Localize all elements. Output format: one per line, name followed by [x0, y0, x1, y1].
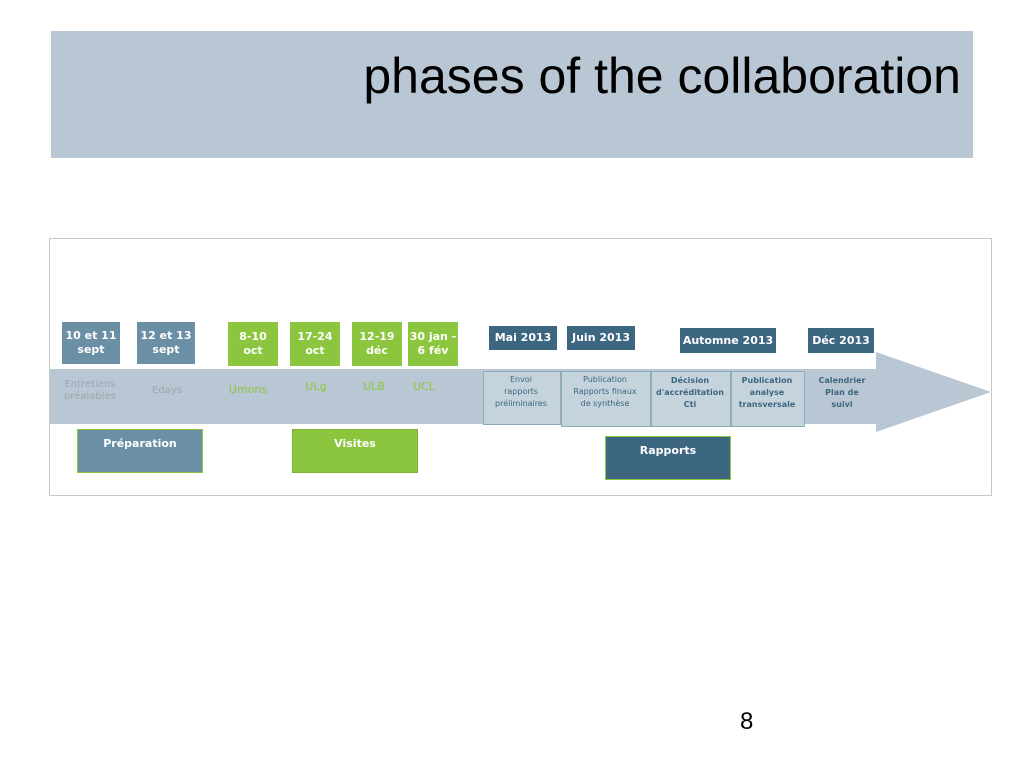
date-chip-label: Automne 2013: [682, 333, 774, 347]
phase-visites: Visites: [292, 429, 418, 473]
event-decision-accreditation: Décision d'accréditation Cti: [656, 376, 724, 409]
date-chip-label: 30 jan - 6 fév: [409, 330, 457, 357]
phase-rapports: Rapports: [605, 436, 731, 480]
event-ulb: ULB: [363, 380, 385, 393]
date-chip-label: Déc 2013: [812, 333, 870, 347]
phase-preparation: Préparation: [77, 429, 203, 473]
event-publication-analyse: Publication analyse transversale: [738, 376, 796, 409]
event-box-publication-rapports: [561, 371, 651, 427]
date-chip-label: Juin 2013: [572, 331, 630, 344]
date-chip-30-jan-6-fev: 30 jan - 6 fév: [408, 322, 458, 366]
date-chip-8-10-oct: 8-10 oct: [228, 322, 278, 366]
event-publication-rapports: Publication Rapports finaux de synthèse: [573, 375, 637, 408]
event-entretiens-prealables: Entretiens préalables: [64, 379, 116, 402]
event-ulg: ULg: [305, 380, 327, 393]
date-chip-automne-2013: Automne 2013: [680, 328, 776, 353]
date-chip-10-11-sept: 10 et 11 sept: [62, 322, 120, 364]
date-chip-dec-2013: Déc 2013: [808, 328, 874, 353]
event-envoi-rapports: Envoi rapports préliminaires: [495, 375, 547, 408]
event-box-publication-analyse: [731, 371, 805, 427]
date-chip-juin-2013: Juin 2013: [567, 326, 635, 350]
date-chip-12-13-sept: 12 et 13 sept: [137, 322, 195, 364]
date-chip-label: Mai 2013: [494, 331, 552, 344]
timeline-diagram: 10 et 11 sept 12 et 13 sept 8-10 oct 17-…: [49, 238, 992, 496]
title-band: phases of the collaboration: [51, 31, 973, 158]
date-chip-17-24-oct: 17-24 oct: [290, 322, 340, 366]
date-chip-mai-2013: Mai 2013: [489, 326, 557, 350]
date-chip-label: 8-10 oct: [239, 330, 267, 357]
slide-title: phases of the collaboration: [363, 48, 961, 104]
date-chip-label: 12-19 déc: [359, 330, 395, 357]
event-edays: Edays: [152, 385, 182, 396]
date-chip-label: 17-24 oct: [297, 330, 333, 357]
event-ucl: UCL: [413, 380, 435, 393]
date-chip-12-19-dec: 12-19 déc: [352, 322, 402, 366]
event-box-decision: [651, 371, 731, 427]
page-number: 8: [740, 708, 754, 735]
date-chip-label: 12 et 13 sept: [140, 329, 192, 356]
event-calendrier-plan-suivi: Calendrier Plan de suivi: [818, 376, 866, 409]
event-box-envoi: [483, 371, 561, 425]
date-chip-label: 10 et 11 sept: [65, 329, 117, 356]
event-umons: Umons: [228, 383, 268, 396]
